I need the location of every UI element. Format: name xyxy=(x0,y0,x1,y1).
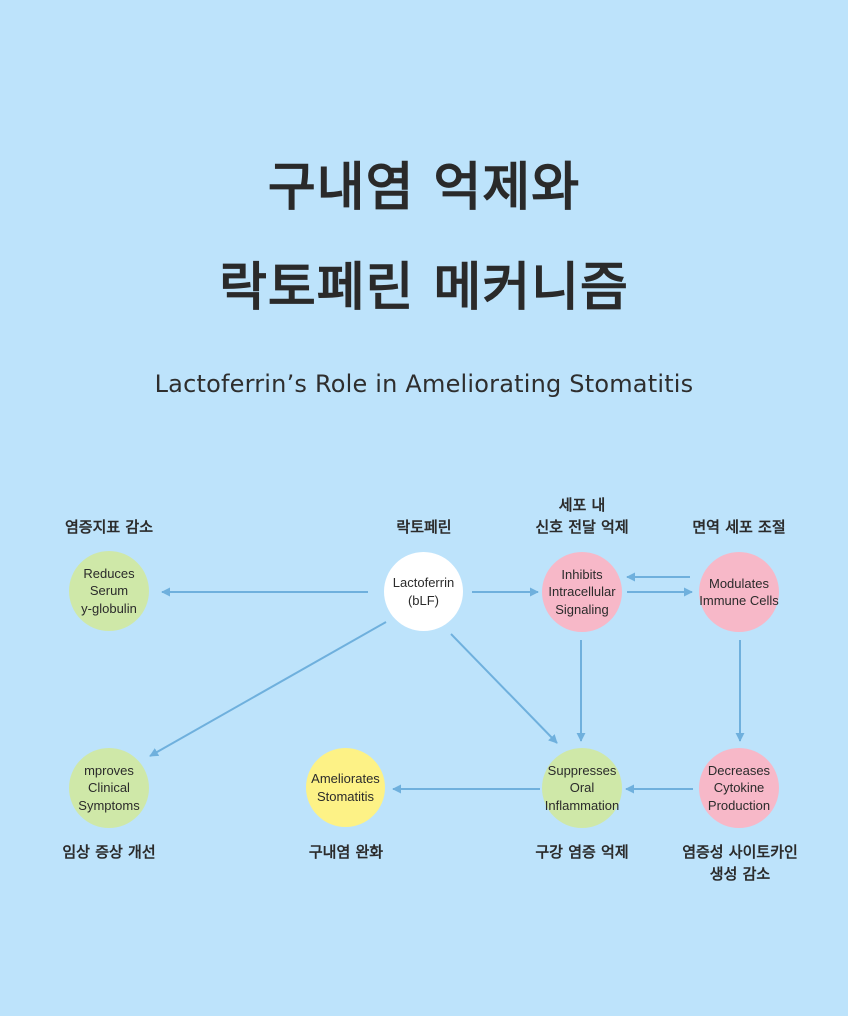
page-title-line-2: 락토페린 메커니즘 xyxy=(219,258,629,318)
arrow-lactoferrin-to-improves-symptoms xyxy=(149,621,387,757)
node-reduces-serum-globulin: Reduces Serum y-globulin xyxy=(69,551,149,631)
caption-ameliorates-stomatitis: 구내염 완화 xyxy=(308,843,384,861)
node-ameliorates-stomatitis: Ameliorates Stomatitis xyxy=(306,748,385,827)
node-modulates-immune-cells: Modulates Immune Cells xyxy=(699,552,779,632)
page-subtitle: Lactoferrin’s Role in Ameliorating Stoma… xyxy=(154,370,694,398)
caption-modulates-immune-cells: 면역 세포 조절 xyxy=(692,518,786,536)
caption-improves-clinical-symptoms: 임상 증상 개선 xyxy=(62,843,156,861)
caption-inhibits-intracellular-signaling: 세포 내 신호 전달 억제 xyxy=(535,496,629,536)
arrow-lactoferrin-to-suppresses-inflammation xyxy=(450,633,558,744)
page-title-line-1: 구내염 억제와 xyxy=(267,158,581,218)
node-suppresses-oral-inflammation: Suppresses Oral Inflammation xyxy=(542,748,622,828)
caption-suppresses-oral-inflammation: 구강 염증 억제 xyxy=(535,843,629,861)
caption-reduces-serum-globulin: 염증지표 감소 xyxy=(64,518,154,536)
node-inhibits-intracellular-signaling: Inhibits Intracellular Signaling xyxy=(542,552,622,632)
node-lactoferrin: Lactoferrin (bLF) xyxy=(384,552,463,631)
node-decreases-cytokine-production: Decreases Cytokine Production xyxy=(699,748,779,828)
caption-decreases-cytokine-production: 염증성 사이토카인 생성 감소 xyxy=(682,843,798,883)
caption-lactoferrin: 락토페린 xyxy=(396,518,452,536)
node-improves-clinical-symptoms: mproves Clinical Symptoms xyxy=(69,748,149,828)
